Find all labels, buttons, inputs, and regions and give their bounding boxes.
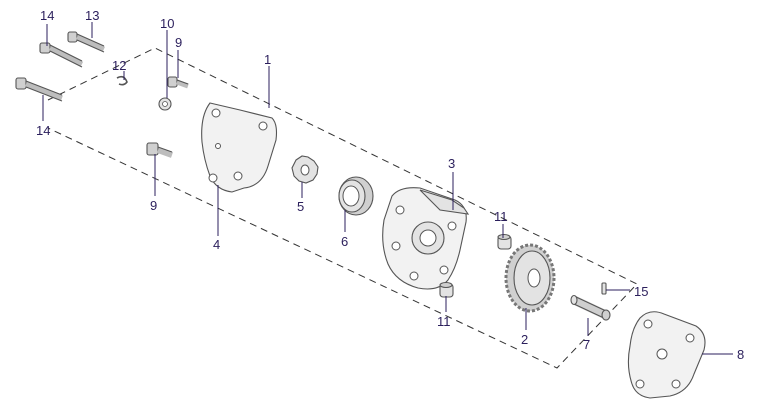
callout-11-upper: 11 — [494, 209, 508, 224]
callouts: 14 13 10 9 12 14 1 9 4 5 6 3 11 11 2 7 1… — [36, 8, 744, 362]
callout-2: 2 — [521, 332, 528, 347]
callout-6: 6 — [341, 234, 348, 249]
pump-body-3 — [382, 187, 470, 290]
callout-14-lower: 14 — [36, 123, 50, 138]
callout-3: 3 — [448, 156, 455, 171]
callout-4: 4 — [213, 237, 220, 252]
cover-plate-8 — [627, 311, 706, 399]
inner-rotor-5 — [291, 155, 319, 184]
callout-13: 13 — [85, 8, 99, 23]
callout-5: 5 — [297, 199, 304, 214]
washer-10 — [158, 97, 172, 111]
gear-2 — [504, 243, 556, 313]
callout-12: 12 — [112, 58, 126, 73]
bolt-14-lower — [15, 77, 63, 102]
callout-14-upper: 14 — [40, 8, 54, 23]
dowel-pin-11-lower — [439, 281, 454, 298]
dowel-pin-11-upper — [497, 233, 512, 250]
leader-lines — [42, 22, 733, 355]
callout-9-upper: 9 — [175, 35, 182, 50]
outer-rotor-6 — [338, 176, 374, 216]
bolt-13 — [67, 31, 106, 53]
callout-9-lower: 9 — [150, 198, 157, 213]
plate-4 — [201, 102, 278, 193]
bolt-14-upper — [39, 42, 84, 68]
clip-12 — [116, 75, 128, 86]
callout-15: 15 — [634, 284, 648, 299]
callout-10: 10 — [160, 16, 174, 31]
bolt-9-upper — [167, 76, 189, 89]
callout-11-lower: 11 — [437, 314, 451, 329]
shaft-7 — [570, 294, 611, 321]
callout-1: 1 — [264, 52, 271, 67]
pin-15 — [601, 282, 607, 295]
callout-7: 7 — [583, 337, 590, 352]
callout-8: 8 — [737, 347, 744, 362]
bolt-9-lower — [146, 142, 174, 158]
